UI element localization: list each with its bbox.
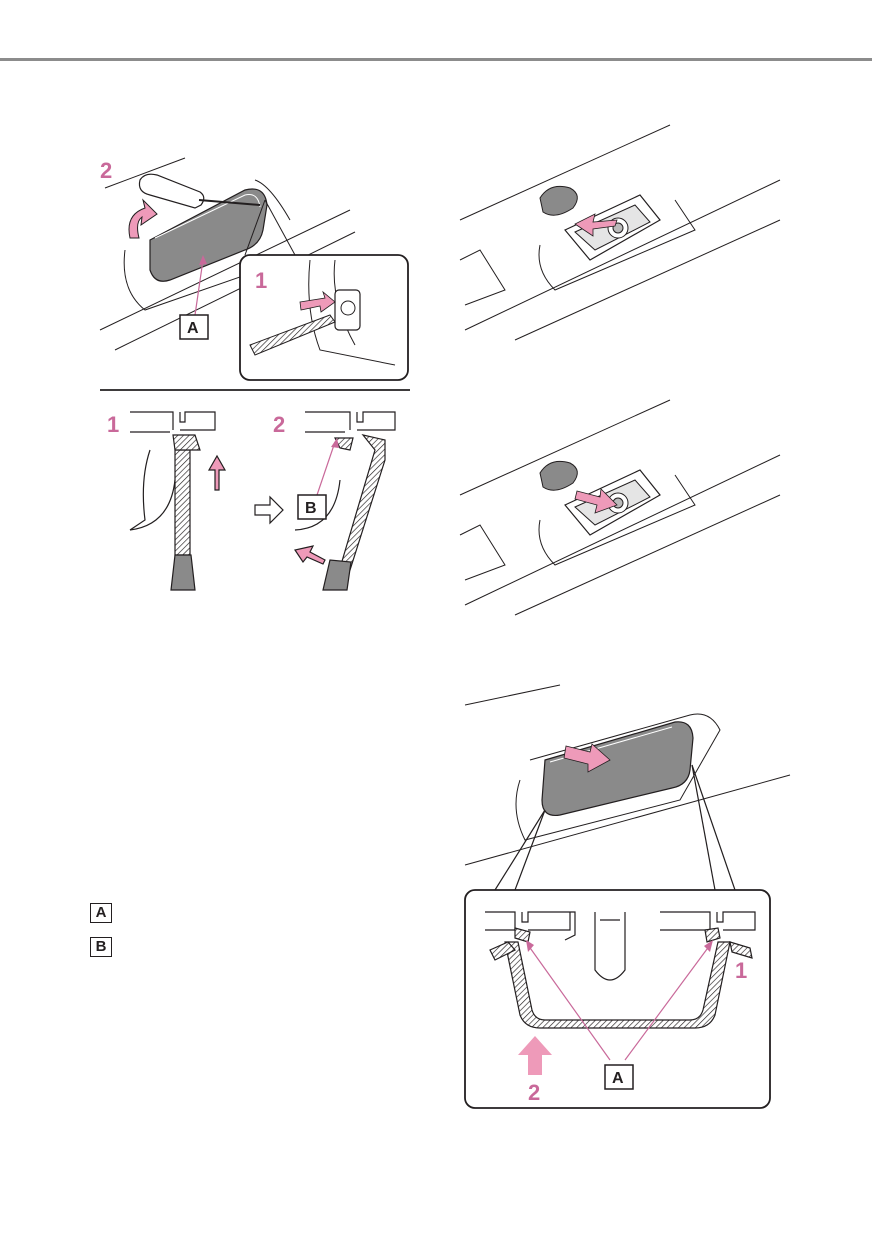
callout-a-claws: A [612,1070,624,1087]
inset-detail: 1 [239,199,409,381]
arrow-fill-icon [518,1036,552,1075]
arrow-fill-icon [574,213,618,237]
arrow-fill-icon [574,488,618,514]
step-number-1-claws: 1 [735,958,747,983]
step-number-1-lower: 1 [107,412,119,437]
claw-section [485,911,756,1029]
arrow-fill-icon [563,743,611,773]
figure-lens-install: A 1 2 [460,680,791,1115]
figure-bulb-removal [455,120,785,350]
arrow-outline-right-icon [254,495,284,525]
rubber-cap [539,460,578,491]
step-number-2-lower: 2 [273,412,285,437]
callout-a: A [187,320,199,337]
step-number-2-claws: 2 [528,1080,540,1105]
lens-cover [541,721,694,817]
inset-step-number-1: 1 [255,268,267,293]
clip-step-1 [129,411,227,591]
screwdriver-icon [138,173,261,209]
figure-bulb-install [455,395,785,625]
step-number-2: 2 [100,158,112,183]
legend-label-b: B [90,937,112,957]
header-rule [0,58,872,61]
rubber-cap [539,185,578,216]
callout-b: B [305,500,317,517]
legend-label-a: A [90,903,112,923]
curved-arrow-icon [128,198,158,239]
clip-step-2 [294,411,396,591]
figure-lens-removal: 2 A 1 1 [95,150,415,591]
vehicle-body-lines [99,157,356,351]
socket-housing [564,194,661,261]
